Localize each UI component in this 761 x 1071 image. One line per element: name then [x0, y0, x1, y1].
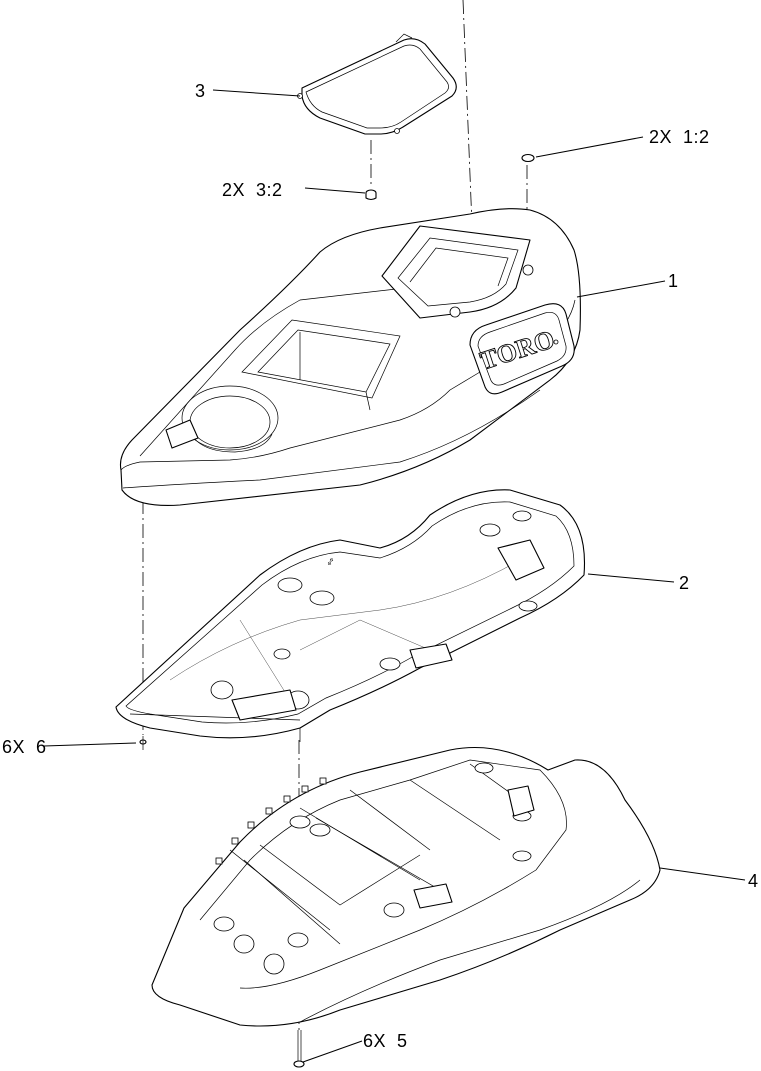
callout-3: 3	[195, 81, 206, 101]
fastener-3-2	[365, 189, 377, 201]
part-3-cover	[297, 33, 457, 135]
part-2-base-tray: ΦΦ	[115, 489, 586, 742]
callout-4: 4	[748, 871, 759, 891]
callout-1: 1	[668, 271, 679, 291]
callout-2x-1-2: 2X 1:2	[649, 127, 710, 147]
callout-labels: 3 2X 3:2 2X 1:2 1 2 6X 6 4 6X 5	[2, 81, 759, 1051]
screw-6	[139, 736, 147, 750]
part-1-console-top: TORO	[119, 208, 581, 506]
base-bosses	[213, 762, 535, 975]
callout-leaders	[43, 89, 746, 1063]
fastener-1-2	[521, 153, 535, 163]
callout-2: 2	[679, 573, 690, 593]
tray-bosses	[210, 510, 545, 721]
callout-6x-6: 6X 6	[2, 737, 47, 757]
svg-text:ΦΦ: ΦΦ	[327, 557, 336, 567]
edge-tabs	[215, 777, 327, 865]
screw-5	[293, 1030, 305, 1068]
callout-6x-5: 6X 5	[363, 1031, 408, 1051]
callout-2x-3-2: 2X 3:2	[222, 180, 283, 200]
part-4-bottom-base	[151, 746, 661, 1027]
